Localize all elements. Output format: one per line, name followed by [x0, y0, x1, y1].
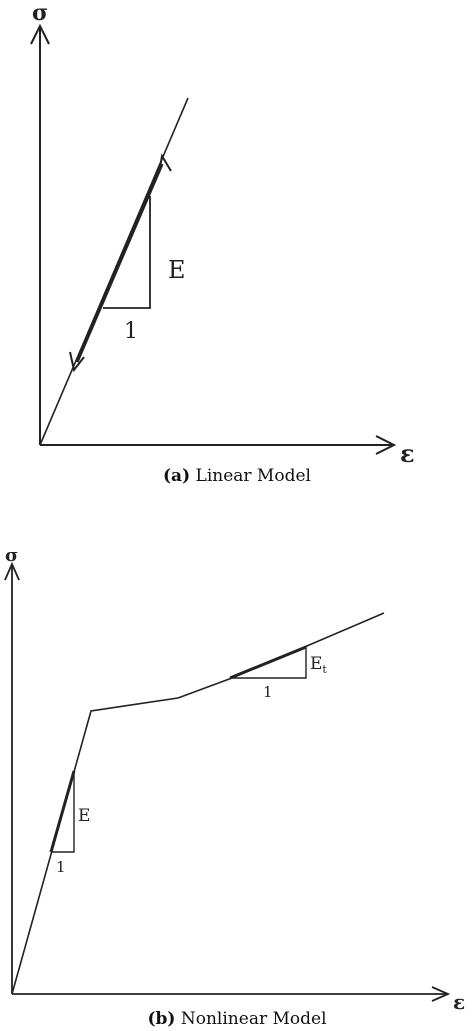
modulus-label: E	[168, 256, 186, 284]
initial-slope-segment	[49, 770, 76, 853]
tangent-modulus-label: Et	[310, 654, 327, 676]
stress-symbol: σ	[5, 545, 18, 566]
initial-slope-triangle	[51, 771, 75, 853]
caption-b-text: Nonlinear Model	[180, 1009, 327, 1029]
caption-a: (a) Linear Model	[0, 466, 474, 486]
tangent-slope-triangle	[230, 647, 307, 679]
strain-symbol: ε	[453, 990, 465, 1014]
y-axis-arrowhead	[30, 23, 50, 45]
linear-model-panel: σ ε E 1 (a) Linear Model	[0, 0, 474, 500]
multilinear-curve	[11, 612, 385, 995]
loading-unloading-segment	[75, 163, 164, 363]
initial-modulus-label: E	[78, 806, 90, 826]
nonlinear-model-diagram: σ ε E 1 Et 1	[4, 545, 465, 1014]
x-axis-arrowhead	[431, 986, 451, 1002]
y-axis-arrowhead	[4, 561, 20, 581]
caption-a-tag: (a)	[163, 466, 191, 486]
x-axis-arrowhead	[375, 435, 397, 455]
unit-run-label: 1	[124, 319, 138, 344]
nonlinear-model-panel: σ ε E 1 Et 1 (b) Nonlinear Model	[0, 520, 474, 1031]
tangent-run-label: 1	[263, 683, 273, 701]
caption-b: (b) Nonlinear Model	[0, 1009, 474, 1029]
stress-strain-line	[39, 97, 189, 446]
loading-arrow	[158, 153, 172, 174]
tangent-slope-segment	[229, 645, 307, 680]
strain-symbol: ε	[400, 439, 415, 468]
slope-triangle	[103, 196, 151, 309]
stress-symbol: σ	[32, 0, 48, 26]
initial-run-label: 1	[56, 858, 66, 876]
unloading-arrow	[69, 351, 85, 373]
caption-b-tag: (b)	[147, 1009, 176, 1029]
caption-a-text: Linear Model	[195, 466, 311, 486]
linear-model-diagram: σ ε E 1	[30, 0, 415, 468]
